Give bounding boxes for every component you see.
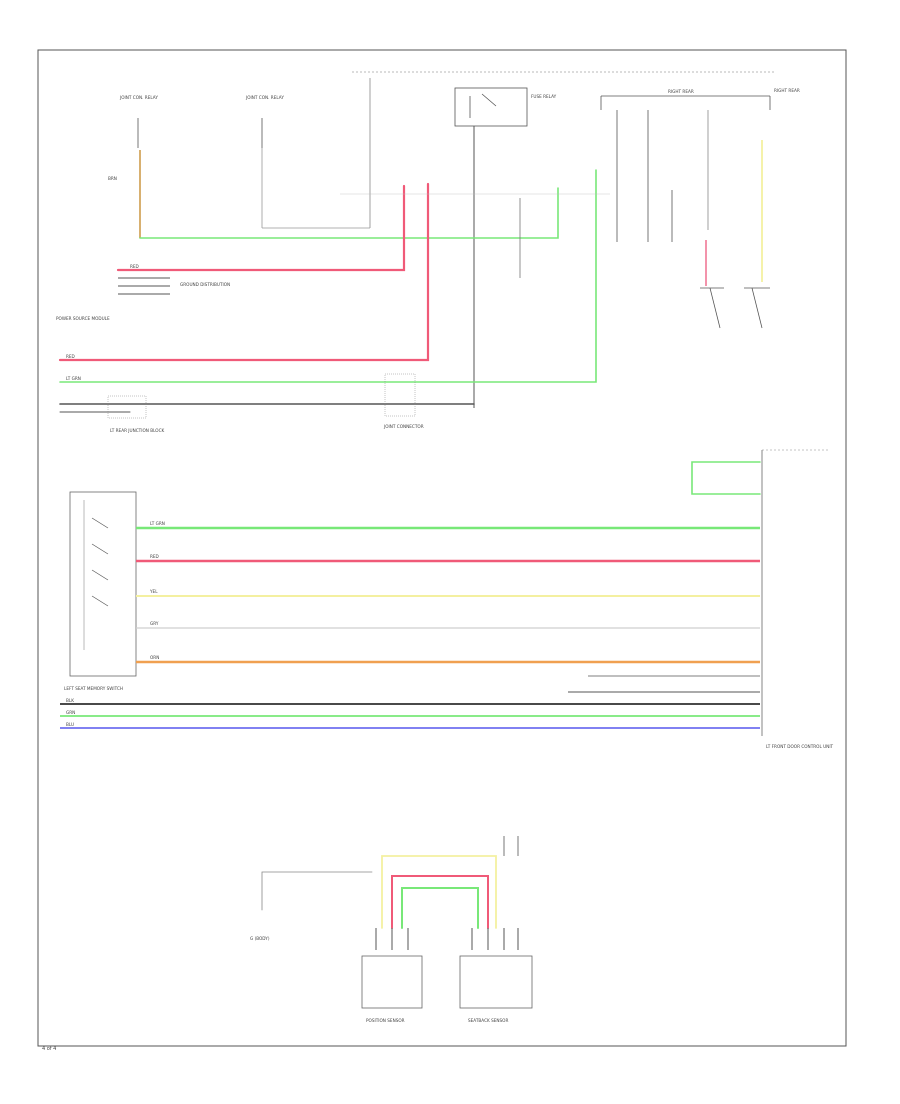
- grey-signal-label: GRY: [150, 621, 159, 626]
- rear-sensor-b-box: [459, 955, 533, 1009]
- yellow-loop-wire: [381, 855, 497, 929]
- jb-mid-label: JOINT CONNECTOR: [383, 424, 424, 429]
- green-long-wire: [59, 169, 597, 383]
- switch-contact-1: [91, 517, 109, 529]
- green-header-wire: [139, 187, 559, 239]
- left-module-label: POWER SOURCE MODULE: [56, 316, 110, 321]
- red-wire-lower-label: RED: [66, 354, 75, 359]
- right-component-left: [700, 287, 724, 329]
- switch-contact-4: [91, 595, 109, 607]
- fuse-relay-box: [454, 87, 528, 127]
- seat-switch-contacts: [83, 500, 109, 650]
- page-number: 4 of 4: [42, 1046, 56, 1052]
- bottom-section: G (BODY) POSITION SENSOR SEATBACK SENSOR…: [42, 836, 533, 1052]
- green-bus-label: GRN: [66, 710, 75, 715]
- seat-switch-box: [69, 491, 137, 677]
- rear-sensor-b-label: SEATBACK SENSOR: [468, 1018, 508, 1023]
- fuse-relay-label: FUSE RELAY: [531, 94, 557, 99]
- ground-ref-1-label: GROUND DISTRIBUTION: [180, 282, 230, 287]
- green-signal-label: LT GRN: [150, 521, 165, 526]
- jb-mid-box: [384, 373, 416, 417]
- rear-sensor-a-label: POSITION SENSOR: [366, 1018, 405, 1023]
- right-relay-label: RIGHT REAR: [668, 89, 694, 94]
- splice-b-label: JOINT CON. RELAY: [245, 95, 284, 100]
- green-loop-inner-wire: [401, 887, 479, 929]
- left-rear-block-box: [107, 395, 147, 419]
- relay-switch: [481, 93, 497, 107]
- red-wire-upper: [116, 184, 406, 272]
- right-component-left-body: [709, 287, 721, 329]
- switch-contact-2: [91, 543, 109, 555]
- black-bus-label: BLK: [66, 698, 74, 703]
- yellow-signal-label: YEL: [149, 589, 158, 594]
- rear-sensor-a-box: [361, 955, 423, 1009]
- top-section: FUSE RELAY RIGHT REAR JOINT CON. RELAY J…: [56, 71, 800, 433]
- middle-section: LT FRONT DOOR CONTROL UNIT LEFT SEAT MEM…: [60, 449, 834, 749]
- door-module-label: LT FRONT DOOR CONTROL UNIT: [766, 744, 834, 749]
- right-component-right-body: [751, 287, 763, 329]
- green-loop-wire: [691, 461, 761, 495]
- splice-a-label: JOINT CON. RELAY: [119, 95, 158, 100]
- top-connector-row: [340, 193, 610, 278]
- diagram-frame: [37, 49, 847, 1047]
- switch-contact-3: [91, 569, 109, 581]
- blue-bus-label: BLU: [66, 722, 74, 727]
- right-caption: RIGHT REAR: [774, 88, 800, 93]
- green-long-label: LT GRN: [66, 376, 81, 381]
- right-component-right: [744, 287, 770, 329]
- bottom-ground-label: G (BODY): [250, 936, 270, 941]
- red-loop-wire: [391, 875, 489, 929]
- red-wire-upper-label: RED: [130, 264, 139, 269]
- bottom-ground-wire: [261, 871, 373, 911]
- seat-switch-label: LEFT SEAT MEMORY SWITCH: [64, 686, 123, 691]
- bottom-connector-ticks: [375, 928, 519, 950]
- red-signal-label: RED: [150, 554, 159, 559]
- tan-wire-label: BRN: [108, 176, 117, 181]
- orange-signal-label: ORN: [150, 655, 159, 660]
- left-rear-block-label: LT REAR JUNCTION BLOCK: [110, 428, 164, 433]
- red-wire-lower: [58, 182, 430, 362]
